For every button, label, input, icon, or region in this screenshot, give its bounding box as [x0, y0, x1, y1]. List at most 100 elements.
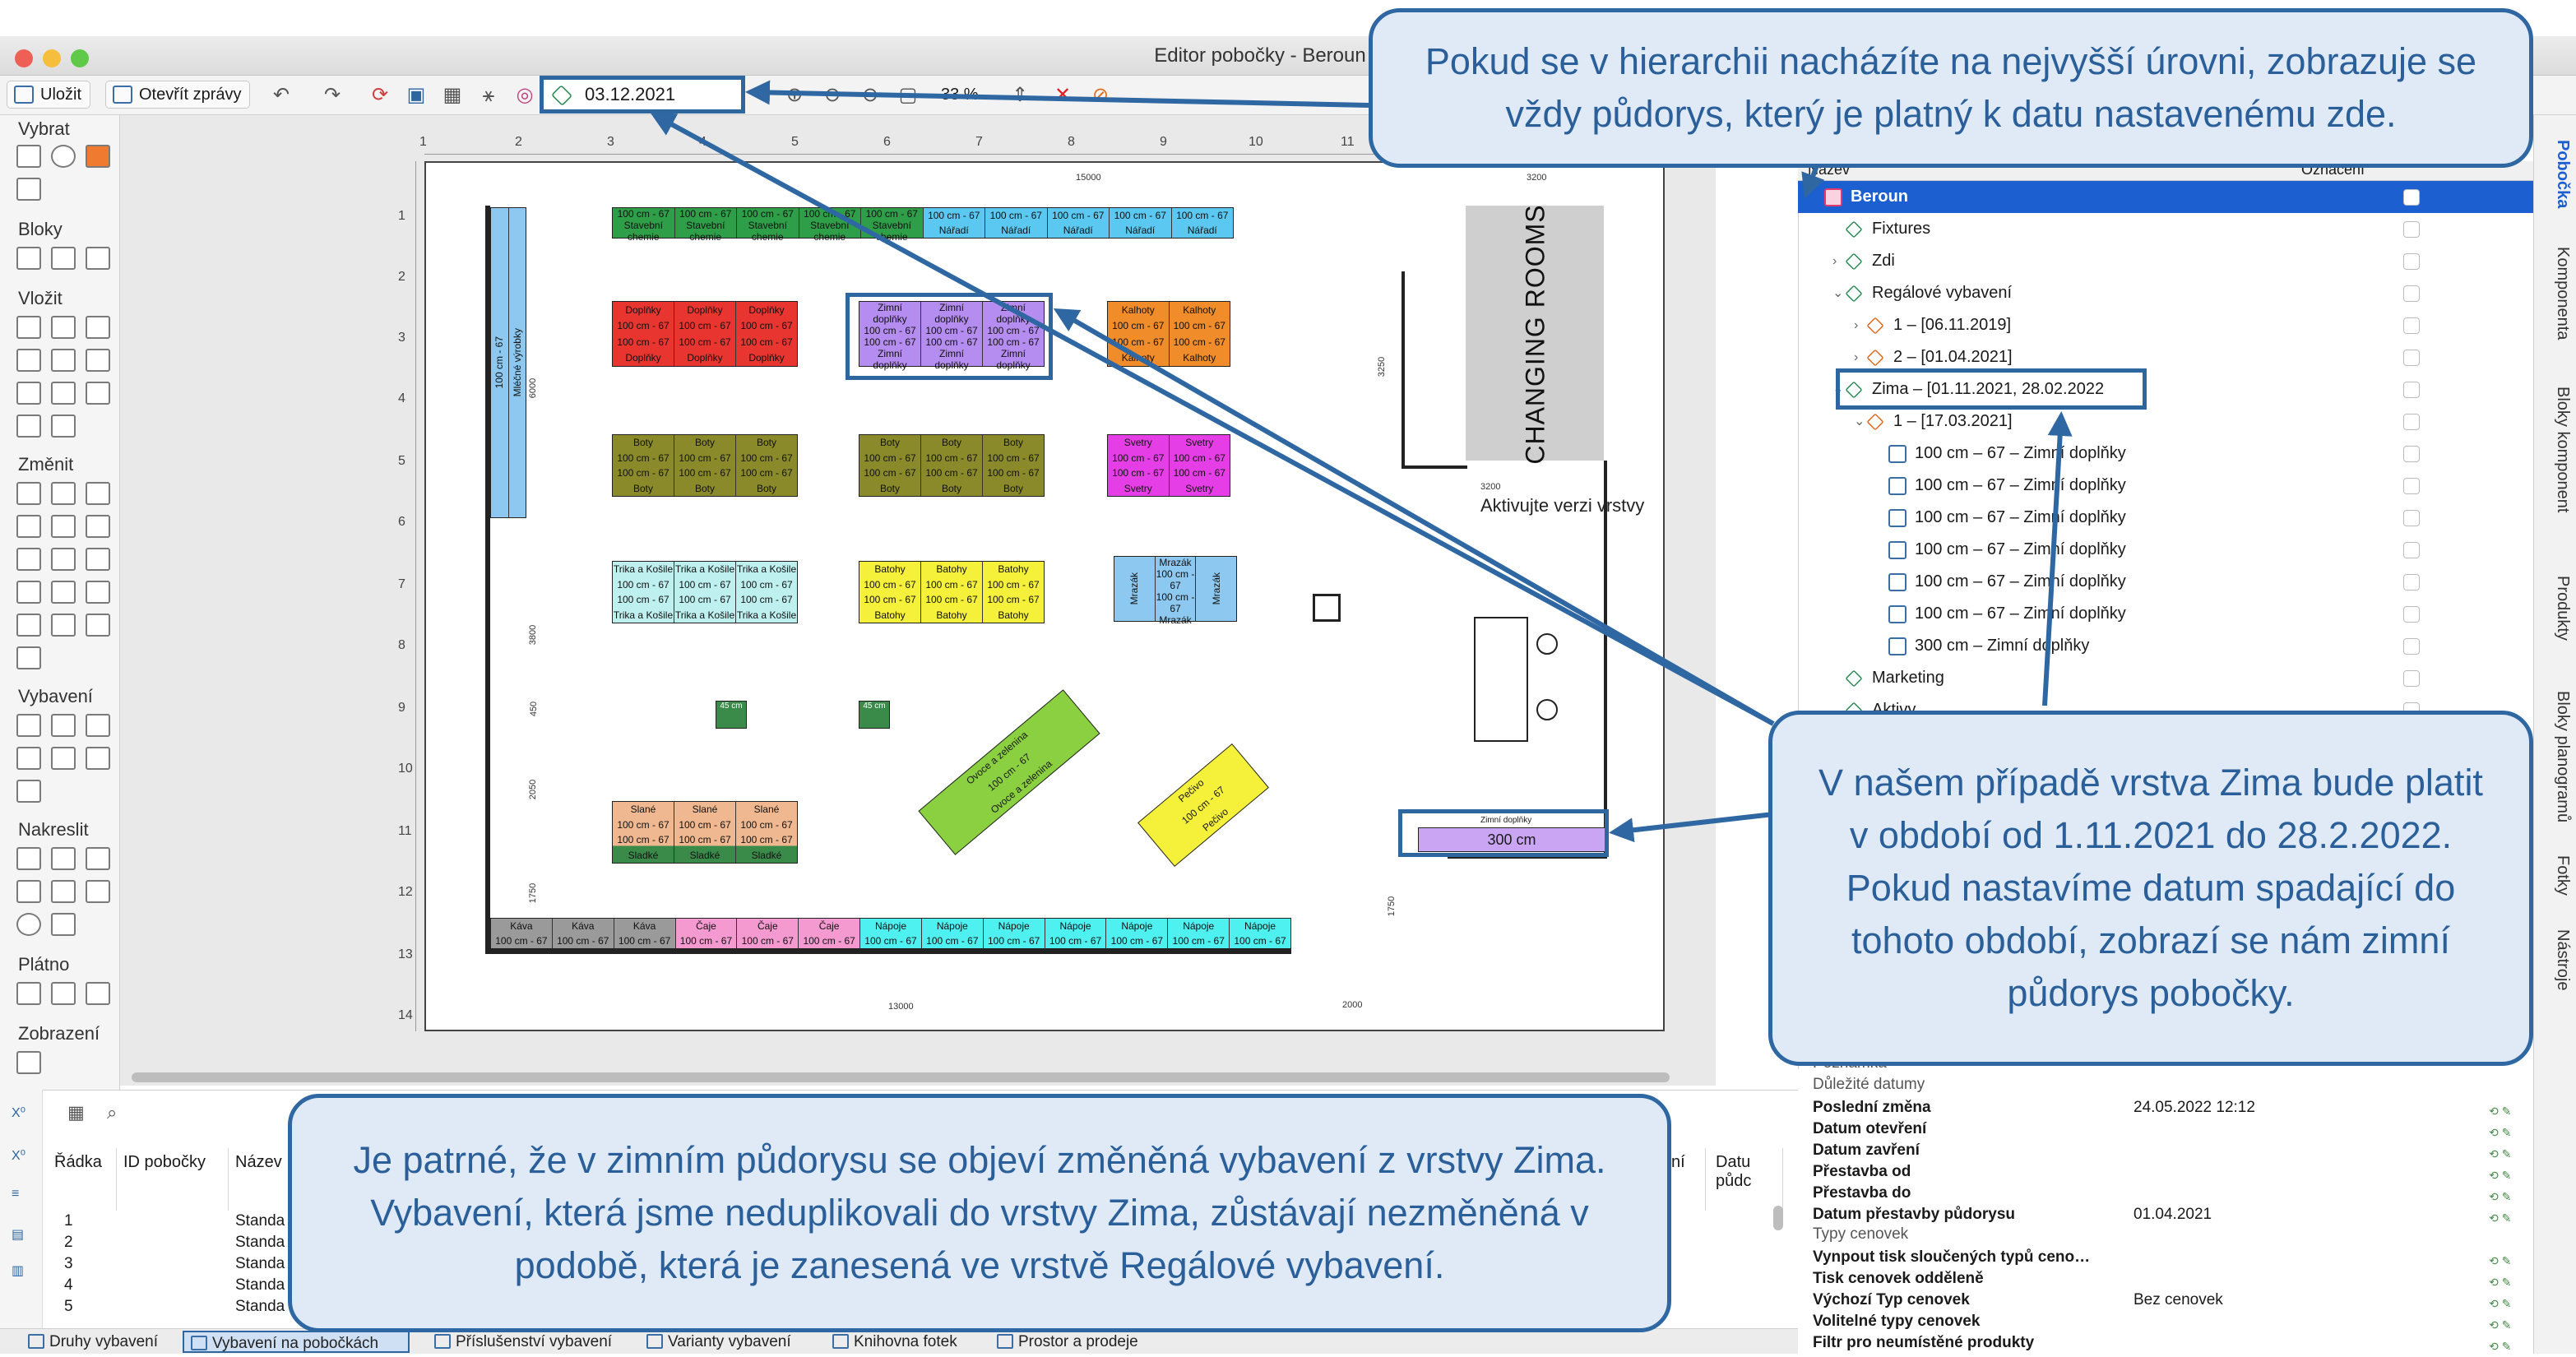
refresh-icon[interactable]: ⟳	[371, 84, 389, 106]
tab-products[interactable]: Produkty	[2554, 576, 2572, 641]
block-grid-icon[interactable]	[86, 247, 110, 270]
grid-settings-icon[interactable]: ▦	[67, 1102, 85, 1123]
draw-curve-icon[interactable]	[16, 880, 41, 903]
tree-row-checkbox[interactable]	[2403, 542, 2420, 558]
property-edit-icon[interactable]: ⟲ ✎	[2489, 1147, 2512, 1160]
tree-row-checkbox[interactable]	[2403, 221, 2420, 238]
tree-row[interactable]: 100 cm – 67 – Zimní doplňky	[1798, 534, 2533, 566]
target-icon[interactable]: ◎	[516, 84, 534, 106]
tree-row-checkbox[interactable]	[2403, 189, 2420, 206]
insert-dimension-icon[interactable]	[16, 382, 41, 405]
open-reports-button[interactable]: Otevřít zprávy	[105, 81, 251, 109]
grid-col-branch-id[interactable]: ID pobočky	[117, 1148, 229, 1211]
tree-row[interactable]: ›2 – [01.04.2021]	[1798, 341, 2533, 373]
group-icon[interactable]	[51, 482, 76, 505]
layout-icon[interactable]: ▣	[406, 84, 426, 106]
tab-tools[interactable]: Nástroje	[2554, 929, 2572, 991]
snap-icon[interactable]	[51, 581, 76, 604]
tree-row-checkbox[interactable]	[2403, 638, 2420, 655]
wall-shelf-dairy[interactable]: 100 cm - 67 Mléčné výrobky	[490, 207, 526, 518]
equipment-settings-icon[interactable]	[51, 714, 76, 737]
tree-row-checkbox[interactable]	[2403, 478, 2420, 494]
tree-row[interactable]: ⌄Zima – [01.11.2021, 28.02.2022	[1798, 373, 2533, 405]
tree-row[interactable]: ⌄1 – [17.03.2021]	[1798, 405, 2533, 438]
layer-select-icon[interactable]	[86, 145, 110, 168]
canvas-size-icon[interactable]	[16, 982, 41, 1005]
tab-equipment-types[interactable]: Druhy vybavení	[21, 1331, 158, 1353]
property-edit-icon[interactable]: ⟲ ✎	[2489, 1297, 2512, 1310]
duplicate-icon[interactable]	[16, 646, 41, 669]
close-window-button[interactable]	[15, 49, 33, 67]
copy-icon[interactable]	[16, 614, 41, 637]
undo-icon[interactable]: ↶	[272, 84, 290, 106]
tab-branch[interactable]: Pobočka	[2554, 140, 2572, 209]
tree-row-checkbox[interactable]	[2403, 350, 2420, 366]
tab-equipment-variants[interactable]: Varianty vybavení	[640, 1331, 791, 1353]
tree-row-checkbox[interactable]	[2403, 606, 2420, 623]
align-top-icon[interactable]	[16, 548, 41, 571]
insert-shelf-icon[interactable]	[16, 316, 41, 339]
tree-row-checkbox[interactable]	[2403, 414, 2420, 430]
tree-row-checkbox[interactable]	[2403, 574, 2420, 591]
tree-row-checkbox[interactable]	[2403, 253, 2420, 270]
split-icon[interactable]	[86, 614, 110, 637]
tree-row[interactable]: Marketing	[1798, 662, 2533, 694]
property-edit-icon[interactable]: ⟲ ✎	[2489, 1105, 2512, 1118]
chevron-icon[interactable]: ⌄	[1854, 415, 1865, 428]
canvas-grid-icon[interactable]	[86, 982, 110, 1005]
tab-equipment-at-branches[interactable]: Vybavení na pobočkách	[183, 1331, 410, 1353]
block-icon[interactable]	[16, 247, 41, 270]
property-edit-icon[interactable]: ⟲ ✎	[2489, 1318, 2512, 1332]
property-edit-icon[interactable]: ⟲ ✎	[2489, 1276, 2512, 1289]
excel-import-icon[interactable]: X⁰	[12, 1106, 26, 1120]
target-select-icon[interactable]	[51, 145, 76, 168]
view-options-icon[interactable]	[16, 1051, 41, 1074]
draw-freehand-icon[interactable]	[51, 880, 76, 903]
date-input[interactable]: 03.12.2021	[540, 76, 745, 113]
small-box-1[interactable]: 45 cm	[716, 701, 747, 729]
tree-row[interactable]: 100 cm – 67 – Zimní doplňky	[1798, 502, 2533, 534]
report-icon[interactable]: ▤	[12, 1228, 25, 1242]
property-row[interactable]: Filtr pro neumístěné produkty⟲ ✎	[1813, 1332, 2520, 1354]
insert-image-icon[interactable]	[16, 415, 41, 438]
property-edit-icon[interactable]: ⟲ ✎	[2489, 1254, 2512, 1267]
canvas-edit-icon[interactable]	[51, 982, 76, 1005]
align-middle-icon[interactable]	[51, 548, 76, 571]
tree-row-checkbox[interactable]	[2403, 285, 2420, 302]
draw-polygon-icon[interactable]	[51, 913, 76, 936]
property-row[interactable]: Datum otevření⟲ ✎	[1813, 1118, 2520, 1140]
property-row[interactable]: Datum zavření⟲ ✎	[1813, 1140, 2520, 1161]
tree-row-checkbox[interactable]	[2403, 382, 2420, 398]
grid-icon[interactable]: ▦	[442, 84, 462, 106]
tree-row[interactable]: 100 cm – 67 – Zimní doplňky	[1798, 470, 2533, 502]
canvas-horizontal-scrollbar[interactable]	[132, 1072, 1670, 1082]
tree-row[interactable]: 100 cm – 67 – Zimní doplňky	[1798, 438, 2533, 470]
property-value[interactable]: 24.05.2022 12:12	[2134, 1099, 2255, 1116]
tree-row-checkbox[interactable]	[2403, 446, 2420, 462]
align-right-icon[interactable]	[86, 548, 110, 571]
move-icon[interactable]	[16, 482, 41, 505]
property-edit-icon[interactable]: ⟲ ✎	[2489, 1211, 2512, 1225]
excel-export-icon[interactable]: X⁰	[12, 1149, 26, 1163]
property-row[interactable]: Volitelné typy cenovek⟲ ✎	[1813, 1311, 2520, 1332]
chevron-icon[interactable]: ›	[1832, 254, 1837, 268]
tree-row[interactable]: 100 cm – 67 – Zimní doplňky	[1798, 598, 2533, 630]
insert-list-icon[interactable]	[86, 349, 110, 372]
tab-photos[interactable]: Fotky	[2554, 855, 2572, 896]
zoom-window-button[interactable]	[71, 49, 89, 67]
tab-equipment-accessories[interactable]: Příslušenství vybavení	[428, 1331, 612, 1353]
insert-rack-icon[interactable]	[86, 316, 110, 339]
property-value[interactable]: Bez cenovek	[2134, 1291, 2223, 1308]
tree-row-checkbox[interactable]	[2403, 510, 2420, 526]
